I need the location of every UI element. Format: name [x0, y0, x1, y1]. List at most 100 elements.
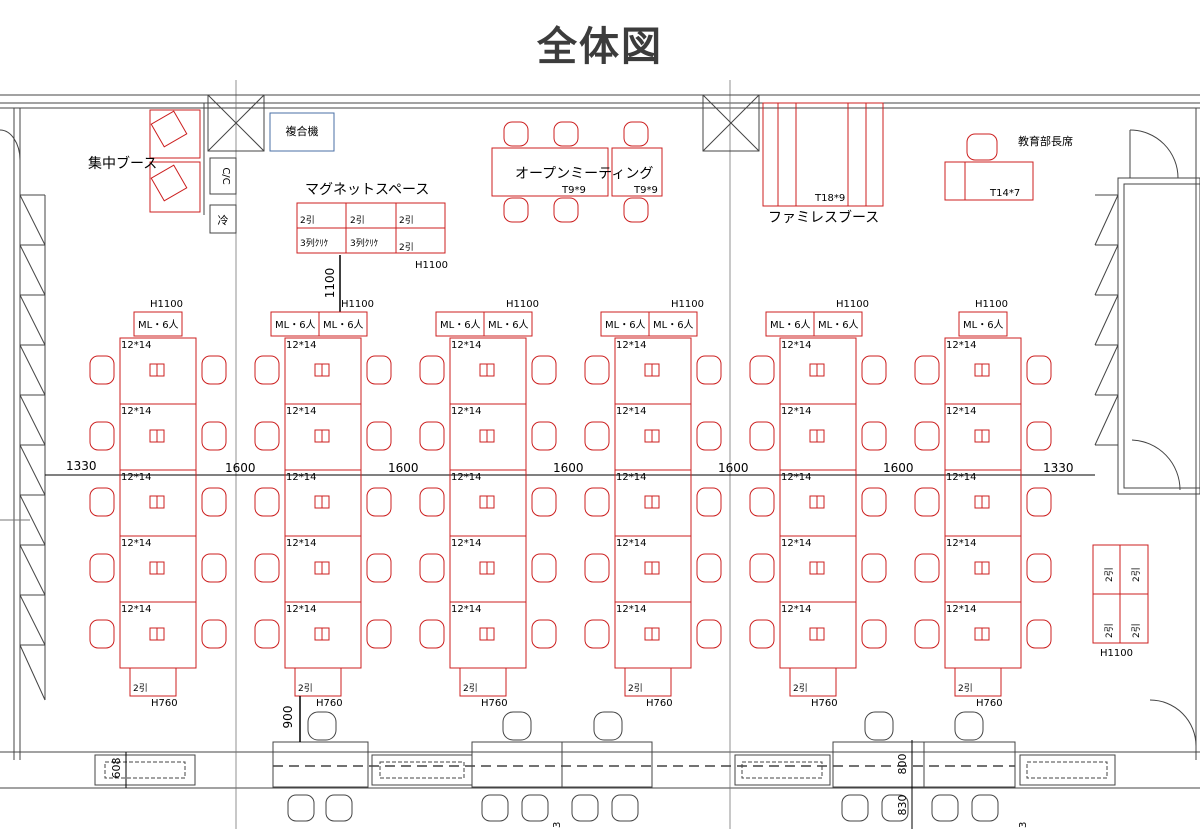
island-5-chair-left-4: [749, 553, 775, 583]
kyoiku-seat-label: 教育部長席: [1018, 134, 1073, 148]
shuchu-partition: [203, 103, 237, 234]
island-4-desk-4-label: 12*14: [616, 538, 646, 549]
island-6-chair-right-4: [1026, 553, 1052, 583]
island-6-chair-left-2: [914, 421, 940, 451]
open-meeting-t1: T9*9: [561, 185, 586, 196]
island-3-chair-left-3: [419, 487, 445, 517]
island-4-chair-right-5: [696, 619, 722, 649]
island-1-desk-3-label: 12*14: [121, 472, 151, 483]
island-4-chair-left-4: [584, 553, 610, 583]
island-5-chair-right-2: [861, 421, 887, 451]
island-4-chair-left-5: [584, 619, 610, 649]
island-4-chair-right-3: [696, 487, 722, 517]
island-3-chair-right-5: [531, 619, 557, 649]
dim-900: 900: [281, 706, 295, 729]
island-2-ml-1: ML・6人: [275, 319, 316, 331]
fukugouki-box: [269, 112, 335, 152]
island-2-chair-left-3: [254, 487, 280, 517]
island-1-chair-left-3: [89, 487, 115, 517]
island-1-desk-1-label: 12*14: [121, 340, 151, 351]
island-4-desk-3-label: 12*14: [616, 472, 646, 483]
dim-830: 830: [896, 795, 909, 816]
island-1-end-cabinet: [129, 667, 177, 697]
island-5-h760: H760: [811, 698, 838, 709]
island-4-desk-5-label: 12*14: [616, 604, 646, 615]
island-1-chair-left-2: [89, 421, 115, 451]
island-4-chair-right-1: [696, 355, 722, 385]
island-1-chair-right-1: [201, 355, 227, 385]
island-6-chair-left-4: [914, 553, 940, 583]
island-6-h1100: H1100: [975, 299, 1008, 310]
open-meeting-area: [491, 121, 663, 223]
island-2-desk-5-label: 12*14: [286, 604, 316, 615]
island-4-h760: H760: [646, 698, 673, 709]
island-6-desk-3-label: 12*14: [946, 472, 976, 483]
cc-label: C/C: [220, 167, 231, 184]
dim-3-b: 3: [1018, 822, 1029, 828]
island-5-chair-right-3: [861, 487, 887, 517]
island-1-desk-4-label: 12*14: [121, 538, 151, 549]
island-1-chair-right-2: [201, 421, 227, 451]
island-5-desk-3-label: 12*14: [781, 472, 811, 483]
island-6-desk-5-label: 12*14: [946, 604, 976, 615]
right-cab-h: H1100: [1100, 648, 1133, 659]
island-3-chair-left-2: [419, 421, 445, 451]
dim-1100-vertical: 1100: [323, 268, 337, 299]
island-4-chair-left-2: [584, 421, 610, 451]
island-6-desk-4-label: 12*14: [946, 538, 976, 549]
famires-booth-label: ファミレスブース: [768, 209, 879, 226]
island-2-h1100: H1100: [341, 299, 374, 310]
island-1-end-cabinet-label: 2引: [133, 683, 148, 694]
island-3-chair-right-2: [531, 421, 557, 451]
island-3-h760: H760: [481, 698, 508, 709]
island-5-ml-1: ML・6人: [770, 319, 811, 331]
island-3-end-cabinet-label: 2引: [463, 683, 478, 694]
island-6-chair-left-5: [914, 619, 940, 649]
island-1-ml-1: ML・6人: [138, 319, 179, 331]
island-3-chair-left-5: [419, 619, 445, 649]
island-2-h760: H760: [316, 698, 343, 709]
island-5-end-cabinet-label: 2引: [793, 683, 808, 694]
island-1-chair-left-5: [89, 619, 115, 649]
island-1-chair-right-3: [201, 487, 227, 517]
island-3-chair-right-4: [531, 553, 557, 583]
island-5-desk-5-label: 12*14: [781, 604, 811, 615]
magnet-cab-5: 3列ｸﾘｹ: [350, 237, 379, 249]
kyoiku-table-label: T14*7: [989, 188, 1020, 199]
dim-1330-left: 1330: [66, 459, 97, 473]
island-2-ml-2: ML・6人: [323, 319, 364, 331]
island-3-h1100: H1100: [506, 299, 539, 310]
island-5-ml-2: ML・6人: [818, 319, 859, 331]
island-3-desk-2-label: 12*14: [451, 406, 481, 417]
island-3-desk-3-label: 12*14: [451, 472, 481, 483]
island-6-chair-right-2: [1026, 421, 1052, 451]
island-4-chair-left-3: [584, 487, 610, 517]
island-2-desk-1-label: 12*14: [286, 340, 316, 351]
magnet-cab-1: 2引: [300, 215, 315, 226]
island-1-ml-box: [133, 311, 183, 337]
island-1-h760: H760: [151, 698, 178, 709]
island-3-desk-5-label: 12*14: [451, 604, 481, 615]
dim-3-a: 3: [552, 822, 563, 828]
island-2-chair-left-5: [254, 619, 280, 649]
island-2-chair-left-2: [254, 421, 280, 451]
island-6-ml-1: ML・6人: [963, 319, 1004, 331]
page-title: 全体図: [537, 24, 663, 70]
island-2-desk-3-label: 12*14: [286, 472, 316, 483]
island-2-desk-2-label: 12*14: [286, 406, 316, 417]
island-6-chair-left-1: [914, 355, 940, 385]
shuchu-booth-label: 集中ブース: [88, 155, 157, 172]
magnet-cab-2: 2引: [350, 215, 365, 226]
island-6-desk-1-label: 12*14: [946, 340, 976, 351]
island-6-end-cabinet: [954, 667, 1002, 697]
famires-booth: [762, 102, 884, 207]
island-4-desk-2-label: 12*14: [616, 406, 646, 417]
island-3-end-cabinet: [459, 667, 507, 697]
dim-608: 608: [110, 758, 123, 779]
island-2-chair-right-2: [366, 421, 392, 451]
island-4-end-cabinet: [624, 667, 672, 697]
island-6-chair-right-5: [1026, 619, 1052, 649]
island-3-chair-left-1: [419, 355, 445, 385]
dim-1600-2: 1600: [388, 461, 419, 475]
